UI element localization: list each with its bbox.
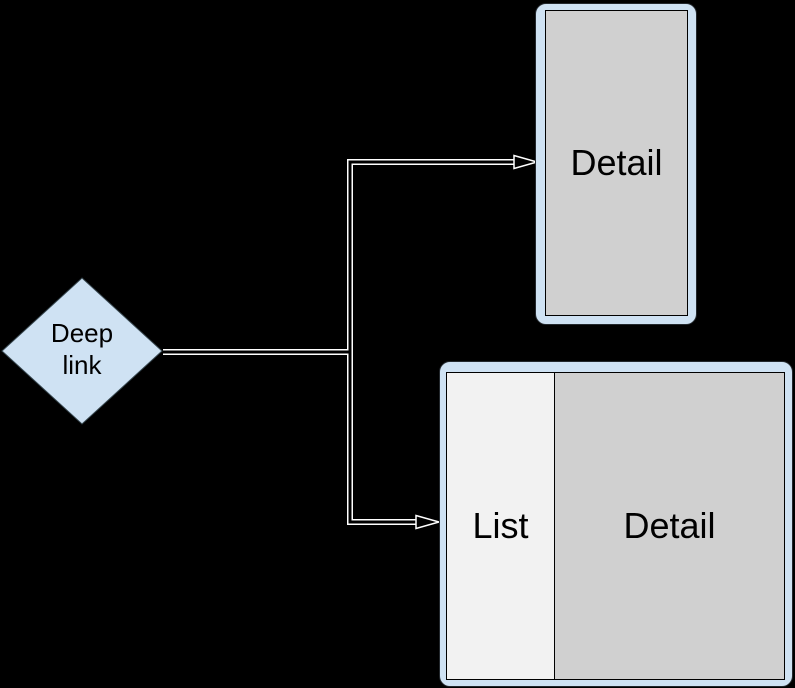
detail-screen-label: Detail	[570, 142, 663, 183]
list-pane-label: List	[472, 505, 529, 546]
detail-screen-frame: Detail	[535, 3, 697, 325]
list-detail-screen: List Detail	[446, 372, 785, 680]
deep-link-label-line2: link	[62, 350, 102, 380]
deep-link-node	[1, 277, 163, 425]
list-pane: List	[447, 373, 555, 679]
arrowhead-to-detail-icon	[513, 154, 540, 170]
detail-screen: Detail	[545, 10, 688, 316]
connector-to-list-detail-core	[348, 160, 520, 524]
detail-pane: Detail	[555, 373, 784, 679]
list-detail-screen-frame: List Detail	[439, 361, 793, 687]
deep-link-label: Deep link	[2, 317, 162, 381]
deep-link-label-line1: Deep	[50, 318, 114, 348]
detail-pane-label: Detail	[623, 505, 716, 546]
arrowhead-to-list-detail-icon	[415, 514, 442, 530]
